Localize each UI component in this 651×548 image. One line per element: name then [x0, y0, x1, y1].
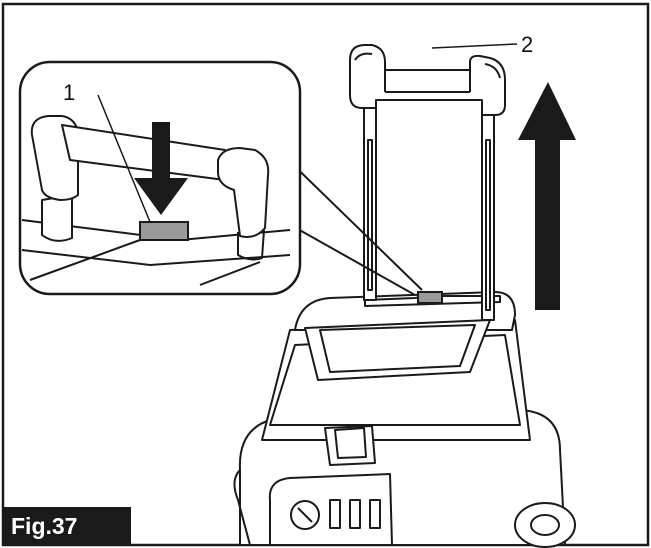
callout-1: 1	[63, 80, 76, 105]
leader-line-1	[97, 94, 151, 223]
callout-2: 2	[521, 32, 534, 57]
telescopic-handle	[349, 44, 506, 321]
vacuum-body	[233, 291, 576, 548]
figure-label: Fig.37	[3, 507, 131, 545]
up-arrow	[518, 82, 576, 310]
down-arrow	[134, 122, 188, 215]
inset-detail	[18, 60, 423, 296]
leader-line-2	[431, 43, 518, 49]
inset-release-button	[139, 221, 189, 241]
release-button	[417, 291, 443, 304]
